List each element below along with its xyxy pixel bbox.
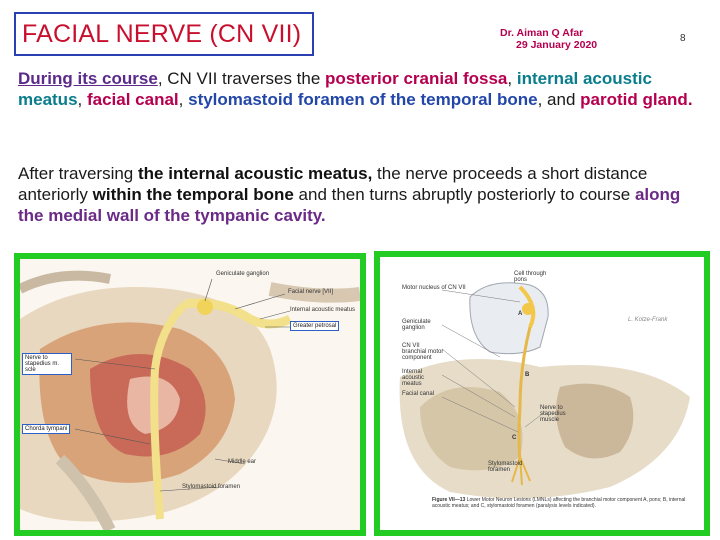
label-branchial-motor: CN VII branchial motor component xyxy=(402,343,444,361)
label-iam: Internal acoustic meatus xyxy=(402,369,425,387)
facial-canal-illustration xyxy=(20,259,360,530)
text: , CN VII traverses the xyxy=(157,69,326,88)
slide-title: FACIAL NERVE (CN VII) xyxy=(22,19,302,48)
course-phrase: During its course xyxy=(18,69,158,88)
paragraph-traverse: After traversing the internal acoustic m… xyxy=(18,163,703,226)
posterior-cranial-fossa: posterior cranial fossa xyxy=(325,69,508,88)
title-box: FACIAL NERVE (CN VII) xyxy=(14,12,314,56)
label-geniculate-ganglion: Geniculate ganglion xyxy=(216,271,270,277)
label-greater-petrosal: Greater petrosal xyxy=(290,321,340,331)
lmn-lesion-illustration xyxy=(380,257,704,530)
stylomastoid-foramen: stylomastoid foramen of the temporal bon… xyxy=(188,90,538,109)
label-facial-nerve: Facial nerve [VII] xyxy=(288,289,334,295)
label-a: A xyxy=(518,311,523,317)
label-cell-through-pons: Cell through pons xyxy=(514,271,547,283)
label-internal-acoustic: Internal acoustic meatus xyxy=(290,307,356,313)
text: , xyxy=(178,90,189,109)
paragraph-course: During its course, CN VII traverses the … xyxy=(18,68,703,110)
text: , xyxy=(77,90,87,109)
figure-facial-canal: Geniculate ganglion Facial nerve [VII] I… xyxy=(14,253,366,536)
label-middle-ear: Middle ear xyxy=(228,459,257,465)
label-c: C xyxy=(512,435,517,441)
text: and then turns abruptly posteriorly to c… xyxy=(293,185,635,204)
label-geniculate: Geniculate ganglion xyxy=(402,319,431,331)
internal-acoustic-meatus: internal acoustic meatus xyxy=(18,69,652,109)
temporal-bone: within the temporal bone xyxy=(92,185,294,204)
caption-text: Lower Motor Neuron Lesions (LMNLs) affec… xyxy=(432,497,686,509)
author-block: Dr. Aiman Q Afar 29 January 2020 xyxy=(500,27,597,51)
page-number: 8 xyxy=(680,33,686,44)
text: , xyxy=(507,69,517,88)
tympanic-wall: along the medial wall of the tympanic ca… xyxy=(18,185,681,225)
label-nerve-to-stapedius: Nerve to stapedius m. scle xyxy=(22,353,72,375)
caption-label: Figure VII—13 xyxy=(432,497,466,503)
illustrator-signature: L. Kotze-Frank xyxy=(628,317,668,323)
label-nerve-to-stapedius: Nerve to stapedius muscle xyxy=(540,405,566,423)
author-date: 29 January 2020 xyxy=(516,39,598,51)
figure-lmn-lesions: Cell through pons Motor nucleus of CN VI… xyxy=(374,251,710,536)
label-motor-nucleus: Motor nucleus of CN VII xyxy=(402,285,466,291)
text: , and xyxy=(537,90,581,109)
label-b: B xyxy=(525,372,530,378)
label-facial-canal: Facial canal xyxy=(402,391,435,397)
author-name: Dr. Aiman Q Afar xyxy=(500,27,584,39)
label-chorda-tympani: Chorda tympani xyxy=(22,424,71,434)
label-stylomastoid-foramen: Stylomastoid foramen xyxy=(182,484,241,490)
figure-caption: Figure VII—13 Lower Motor Neuron Lesions… xyxy=(432,497,696,509)
text: After traversing xyxy=(18,164,138,183)
label-stylomastoid: Stylomastoid foramen xyxy=(488,461,523,473)
facial-canal: facial canal xyxy=(86,90,179,109)
parotid-gland: parotid gland. xyxy=(580,90,693,109)
text: the nerve proceeds a short distance ante… xyxy=(18,164,648,204)
internal-acoustic-meatus: the internal acoustic meatus, xyxy=(138,164,373,183)
